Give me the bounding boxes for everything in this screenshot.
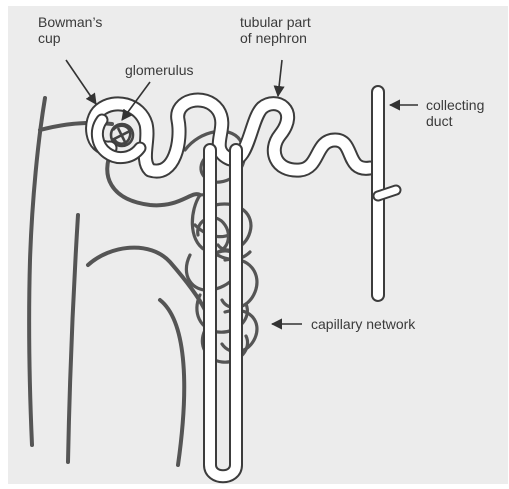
collecting-duct	[378, 92, 396, 295]
label-glomerulus-text: glomerulus	[125, 62, 193, 78]
label-tubular-part: tubular part of nephron	[240, 14, 311, 46]
label-tubular-part-line2: of nephron	[240, 30, 311, 46]
label-tubular-part-line1: tubular part	[240, 14, 311, 30]
label-collecting-duct: collecting duct	[426, 97, 484, 129]
label-bowmans-cup-line2: cup	[38, 30, 102, 46]
label-glomerulus: glomerulus	[125, 62, 193, 78]
label-capillary-network-text: capillary network	[311, 316, 415, 332]
label-bowmans-cup: Bowman’s cup	[38, 14, 102, 46]
label-collecting-duct-line2: duct	[426, 113, 484, 129]
label-collecting-duct-line1: collecting	[426, 97, 484, 113]
capillary-network	[185, 131, 257, 362]
label-capillary-network: capillary network	[311, 316, 415, 332]
label-bowmans-cup-line1: Bowman’s	[38, 14, 102, 30]
